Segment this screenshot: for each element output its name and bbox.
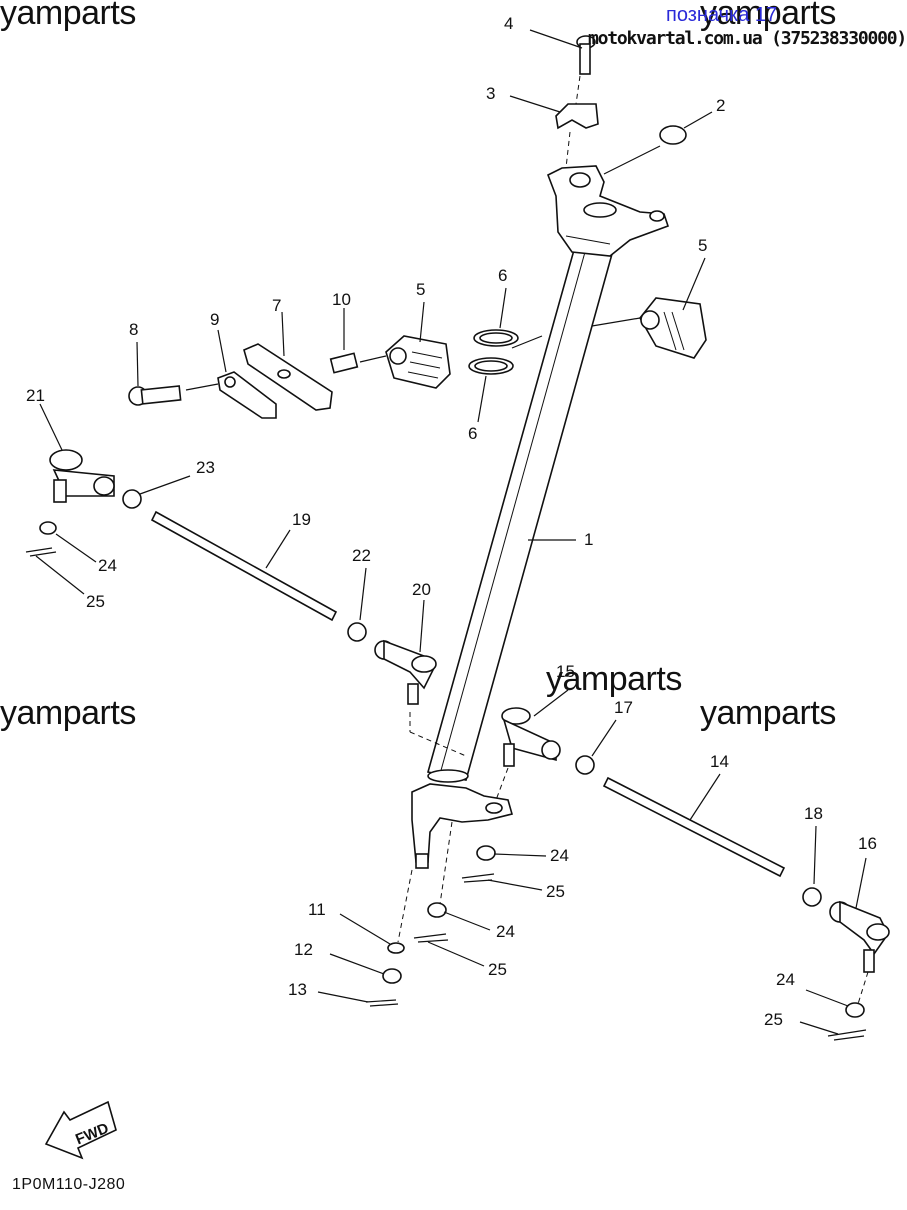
callout-25-center: 25 [546, 882, 565, 901]
cotter-pins [25, 547, 867, 1041]
part-24-nuts [39, 521, 865, 1018]
part-10-collar [329, 352, 359, 374]
part-16-tie-rod-end [829, 900, 890, 973]
callout-5-right: 5 [698, 236, 708, 255]
watermark-top-left: yamparts [0, 0, 136, 32]
callout-11: 11 [308, 900, 326, 919]
callout-8: 8 [129, 320, 139, 339]
callout-19: 19 [292, 510, 311, 529]
callout-25-left: 25 [86, 592, 105, 611]
part-14-rod [602, 776, 786, 878]
part-6-rings [468, 329, 519, 375]
callout-10: 10 [332, 290, 351, 309]
callout-13: 13 [288, 980, 307, 999]
callout-14: 14 [710, 752, 729, 771]
callout-25-right: 25 [764, 1010, 783, 1029]
watermark-top-right: yamparts [700, 0, 836, 32]
watermark-middle: yamparts [546, 660, 682, 698]
watermark-middle-right: yamparts [700, 694, 836, 732]
part-9-washer [217, 371, 277, 419]
part-21-tie-rod-end [49, 449, 115, 503]
fwd-arrow-icon: FWD [44, 1100, 117, 1160]
part-8-bolt [128, 385, 182, 406]
callout-21: 21 [26, 386, 45, 405]
callout-16: 16 [858, 834, 877, 853]
callout-12: 12 [294, 940, 313, 959]
callout-17: 17 [614, 698, 633, 717]
callout-3: 3 [486, 84, 496, 103]
diagram-code: 1P0M110-J280 [12, 1176, 126, 1193]
upper-bracket-part [546, 165, 670, 257]
part-4-bolt [576, 35, 596, 75]
part-11-12-nuts [382, 942, 405, 984]
steering-shaft-part [426, 249, 614, 783]
callout-24-center: 24 [550, 846, 569, 865]
marker-label: позначка 17 [666, 4, 778, 26]
callout-20: 20 [412, 580, 431, 599]
callout-22: 22 [352, 546, 371, 565]
part-5-bushing-right [639, 297, 707, 359]
part-7-plate [243, 343, 333, 411]
part-3-clamp [555, 103, 599, 130]
watermark-middle-left: yamparts [0, 694, 136, 732]
callout-7: 7 [272, 296, 282, 315]
callout-2: 2 [716, 96, 726, 115]
part-22-nut [347, 622, 367, 642]
callout-1: 1 [584, 530, 594, 549]
part-23-nut [122, 489, 142, 509]
part-18-nut [802, 887, 822, 907]
part-2-cap [659, 125, 687, 145]
part-17-nut [575, 755, 595, 775]
callout-24-left: 24 [98, 556, 117, 575]
callout-24-right: 24 [776, 970, 795, 989]
callout-23: 23 [196, 458, 215, 477]
callout-25-lower: 25 [488, 960, 507, 979]
part-5-bushing-left [385, 335, 451, 389]
site-contact: motokvartal.com.ua (375238330000) [588, 28, 907, 49]
assembly-dash-lines [397, 75, 869, 1005]
callout-15: 15 [556, 662, 575, 681]
callout-9: 9 [210, 310, 220, 329]
callout-6-bottom: 6 [468, 424, 478, 443]
part-20-tie-rod-end [374, 639, 437, 705]
callout-18: 18 [804, 804, 823, 823]
callout-5-left: 5 [416, 280, 426, 299]
part-15-tie-rod-end [501, 707, 561, 767]
part-19-rod [150, 510, 338, 622]
callout-24-lower: 24 [496, 922, 515, 941]
lower-bracket-part [411, 783, 513, 869]
callout-6-top: 6 [498, 266, 508, 285]
leader-lines [35, 29, 867, 1035]
callout-4: 4 [504, 14, 514, 33]
